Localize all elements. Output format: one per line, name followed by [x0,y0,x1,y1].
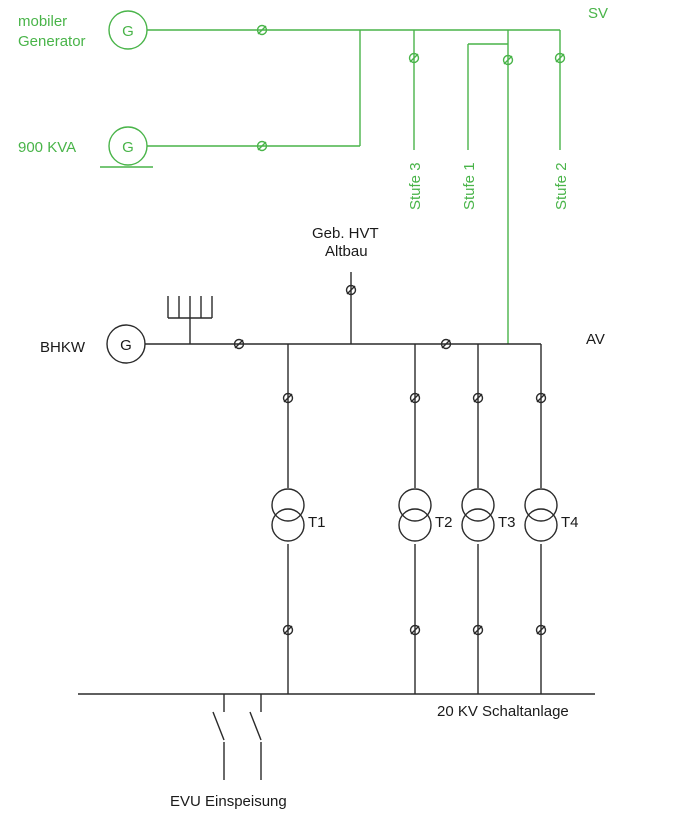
stage-2-label: Stufe 2 [553,162,570,210]
breaker-t2 [409,392,421,404]
breaker-t3 [472,392,484,404]
general-power-section: Geb. HVT Altbau BHKW G [40,225,605,364]
breaker-chp [233,338,245,350]
transformer-label: T2 [435,514,453,531]
breaker-900 [256,140,268,152]
breaker-t2 [409,624,421,636]
av-bus-label: AV [586,331,605,348]
transformer-symbol-t2 [398,488,432,542]
breaker-t4 [535,392,547,404]
transformer-symbol-t1 [271,488,305,542]
stage-1-label: Stufe 1 [461,162,478,210]
transformer-feeders: T1 T2 T3 T4 [271,344,579,694]
building-label-line1: Geb. HVT [312,225,379,242]
heat-exchanger-symbol [167,296,213,344]
medium-voltage-section: 20 KV Schaltanlage EVU Einspeisung [78,693,595,810]
chp-generator-letter: G [120,337,132,354]
utility-feed-switches [212,694,262,780]
generator-mobile-letter: G [122,23,134,40]
transformer-feeder-t3: T3 [461,344,516,694]
breaker-stage-3 [408,52,420,64]
transformer-symbol-t3 [461,488,495,542]
transformer-symbol-t4 [524,488,558,542]
breaker-bus-coupler [440,338,452,350]
breaker-t4 [535,624,547,636]
utility-feed-label: EVU Einspeisung [170,793,287,810]
generator-900-label: 900 KVA [18,139,76,156]
emergency-power-section: mobiler Generator G 900 KVA G SV Stufe 3 [18,5,608,344]
transformer-feeder-t1: T1 [271,344,326,694]
transformer-label: T3 [498,514,516,531]
building-label-line2: Altbau [325,243,368,260]
stage-3-label: Stufe 3 [407,162,424,210]
generator-mobile-label-line1: mobiler [18,13,67,30]
breaker-mobile [256,24,268,36]
breaker-t1 [282,624,294,636]
breaker-t1 [282,392,294,404]
breaker-building [345,284,357,296]
breaker-t3 [472,624,484,636]
breaker-stage-2 [554,52,566,64]
chp-label: BHKW [40,339,86,356]
generator-900-letter: G [122,139,134,156]
breaker-sv-av-link [502,54,514,66]
generator-mobile-label-line2: Generator [18,33,86,50]
transformer-label: T4 [561,514,579,531]
transformer-feeder-t4: T4 [524,344,579,694]
transformer-feeder-t2: T2 [398,344,453,694]
transformer-label: T1 [308,514,326,531]
sv-bus-label: SV [588,5,608,22]
mv-label: 20 KV Schaltanlage [437,703,569,720]
